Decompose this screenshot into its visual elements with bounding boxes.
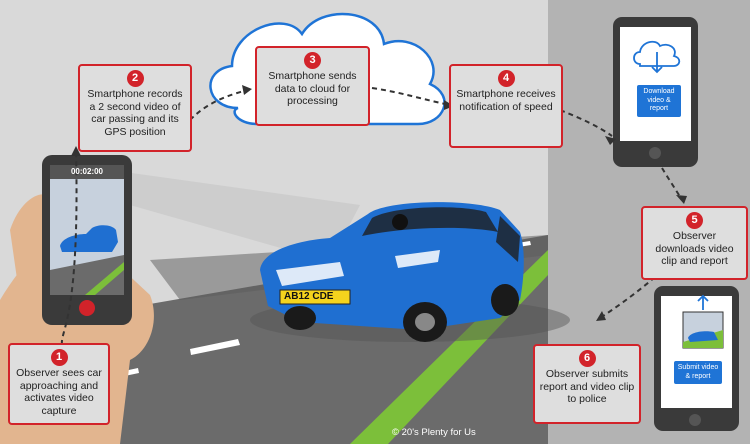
step-2-box: 2 Smartphone records a 2 second video of… bbox=[78, 64, 192, 152]
step-6-text: Observer submits report and video clip t… bbox=[539, 368, 635, 405]
recording-phone bbox=[42, 155, 132, 325]
step-1-box: 1 Observer sees car approaching and acti… bbox=[8, 343, 110, 425]
step-4-text: Smartphone receives notification of spee… bbox=[456, 88, 556, 113]
step-5-text: Observer downloads video clip and report bbox=[655, 230, 734, 267]
step-5-number: 5 bbox=[686, 212, 703, 229]
arrow-heads bbox=[71, 85, 687, 321]
step-3-number: 3 bbox=[304, 52, 321, 69]
blue-car bbox=[250, 202, 570, 342]
camera-beam bbox=[110, 170, 360, 262]
submit-video-button[interactable]: Submit video & report bbox=[674, 361, 722, 384]
step-1-number: 1 bbox=[50, 349, 68, 366]
recording-timer: 00:02:00 bbox=[70, 167, 104, 176]
step-4-box: 4 Smartphone receives notification of sp… bbox=[449, 64, 563, 148]
licence-plate: AB12 CDE bbox=[284, 291, 334, 302]
step-6-box: 6 Observer submits report and video clip… bbox=[533, 344, 641, 424]
cloud-download-icon bbox=[633, 40, 681, 67]
download-video-button[interactable]: Download video & report bbox=[637, 85, 681, 117]
step-2-number: 2 bbox=[126, 70, 144, 87]
step-1-text: Observer sees car approaching and activa… bbox=[16, 367, 102, 417]
step-3-box: 3 Smartphone sends data to cloud for pro… bbox=[255, 46, 370, 126]
upload-arrow-icon bbox=[697, 294, 709, 310]
step-4-number: 4 bbox=[497, 70, 515, 87]
step-2-text: Smartphone records a 2 second video of c… bbox=[87, 88, 183, 138]
flow-arrows bbox=[60, 87, 683, 346]
step-5-box: 5 Observer downloads video clip and repo… bbox=[641, 206, 748, 280]
step-3-text: Smartphone sends data to cloud for proce… bbox=[268, 70, 357, 107]
submit-phone bbox=[654, 286, 739, 431]
step-6-number: 6 bbox=[578, 350, 596, 367]
copyright-credit: © 20's Plenty for Us bbox=[392, 427, 476, 438]
